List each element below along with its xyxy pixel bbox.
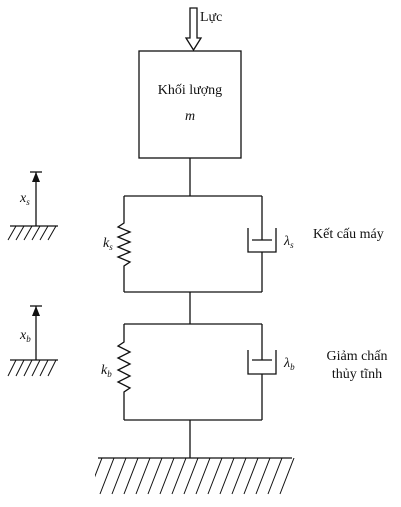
displacement-xb-arrow [30,305,42,360]
displacement-xs-label: xs [19,191,30,207]
isolator-spring-label: kb [101,363,112,379]
isolator-damper [247,324,277,420]
structure-frame [124,195,262,293]
isolator-spring [116,324,132,420]
structure-spring [116,196,132,292]
isolator-frame [124,323,262,421]
force-arrow [184,7,203,52]
displacement-xs-ground [7,225,58,241]
mass-symbol: m [185,109,195,124]
structure-label: Kết cấu máy [313,227,384,242]
structure-damper-label: λs [283,234,294,250]
isolator-damper-label: λb [283,356,295,372]
mass-block [138,50,242,159]
force-label: Lực [200,10,222,25]
displacement-xb-ground [7,359,58,377]
displacement-xb-label: xb [19,328,31,344]
displacement-xs-arrow [30,171,42,226]
mass-title: Khối lượng [158,83,222,98]
isolator-label-line2: thủy tĩnh [332,367,382,382]
isolator-label-line1: Giảm chấn [326,349,387,364]
structure-spring-label: ks [103,236,113,252]
ground-hatching [95,457,295,495]
structure-damper [247,196,277,292]
